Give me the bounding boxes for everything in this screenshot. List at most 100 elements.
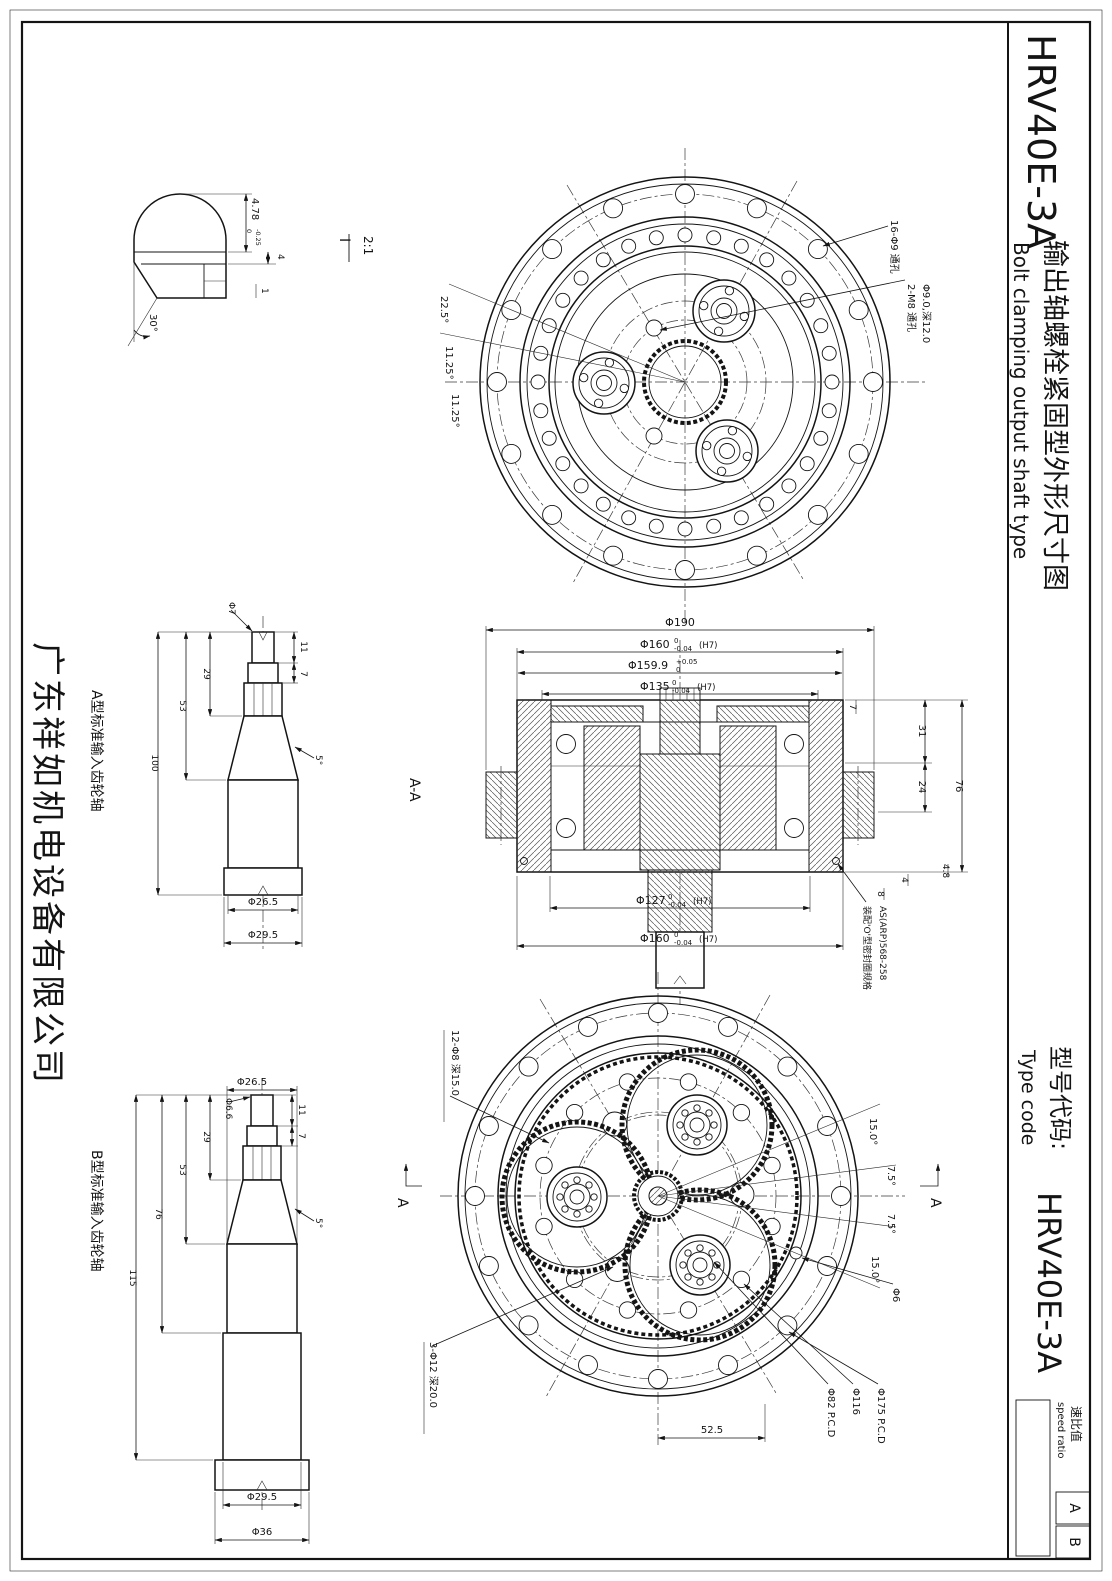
shaft-b-d265: Φ26.5 <box>237 1077 267 1088</box>
gear-d6-leader <box>801 1257 894 1285</box>
shaft-b-dim-76: 76 <box>153 1208 163 1220</box>
front-flange-od <box>479 176 891 588</box>
company-name: 广东祥如机电设备有限公司 <box>27 642 67 1086</box>
shaft-b-body <box>226 1243 298 1334</box>
front-center-spline <box>642 339 728 425</box>
gear-note8-leader <box>449 1095 550 1144</box>
detail-dim-4: 4 <box>275 254 285 260</box>
shaft-b-mid-section <box>222 1332 302 1461</box>
shaft-a-dim-53: 53 <box>177 700 187 711</box>
gear-section-mark-left: A <box>394 1198 410 1208</box>
type-code-value: HRV40E-3A <box>1030 1192 1068 1373</box>
option-b-box <box>1055 1525 1091 1559</box>
gear-planet-1 <box>619 1047 775 1203</box>
gear-note-holes-8: 12-Φ8 深15.0 <box>449 1030 461 1096</box>
shaft-b-dim-115: 115 <box>127 1269 137 1286</box>
speed-ratio-value-box <box>1015 1399 1051 1557</box>
shaft-b-flange <box>214 1459 310 1491</box>
gear-planet-2 <box>499 1119 655 1275</box>
section-label: A-A <box>406 778 422 802</box>
front-tap-note-2: Φ9.0,深12.0 <box>920 284 932 343</box>
front-planet-boss-1 <box>692 279 756 343</box>
front-bolt-note: 16-Φ9 通孔 <box>888 220 900 274</box>
gear-view: 15.0° 7.5° 7.5° 15.0° Φ6 12-Φ8 深15.0 3-Φ… <box>394 972 943 1445</box>
option-a-box <box>1055 1491 1091 1525</box>
shaft-b-dim-29: 29 <box>201 1131 211 1143</box>
company-name-text: 广东祥如机电设备有限公司 <box>27 642 67 1086</box>
detail-depth-tol-up: 0 <box>245 229 253 233</box>
drawing-title-en: Bolt clamping output shaft type <box>1009 242 1033 559</box>
shaft-a-flange <box>223 867 303 896</box>
gear-angle-75-a: 7.5° <box>885 1166 896 1186</box>
gear-angle-75-b: 7.5° <box>885 1214 896 1234</box>
shaft-a-angle-5: 5° <box>313 755 323 765</box>
shaft-b-label: B型标准输入齿轮轴 <box>88 1150 104 1272</box>
gear-d6-label: Φ6 <box>890 1288 901 1302</box>
front-bolt-note-leader <box>822 225 889 247</box>
front-tap-hole-1 <box>645 319 663 337</box>
front-planet-boss-3 <box>695 419 759 483</box>
detail-profile <box>133 193 227 299</box>
frame-outer <box>9 9 1103 1572</box>
section-dim-4: 4 <box>899 877 909 883</box>
front-view: 22.5° 11.25° 11.25° 16-Φ9 通孔 2-M8 通孔 Φ9.… <box>438 148 932 622</box>
type-code-label-cn: 型号代码: <box>1046 1046 1074 1150</box>
section-oring-note-2: AS(ARP)568-258 <box>877 906 887 981</box>
shaft-b-angle-5: 5° <box>313 1218 323 1228</box>
shaft-b-d66: Φ6.6 <box>223 1098 233 1120</box>
detail-view: 30° 4.78 0 -0.25 4 1 I 2:1 <box>127 193 375 347</box>
detail-depth-dim: 4.78 <box>249 198 260 220</box>
section-output-shaft-upper <box>647 869 713 933</box>
front-ball-ring <box>530 227 840 537</box>
shaft-a-view: 11 7 29 53 100 Φ26.5 Φ29.5 Φ7 5° A型标准输入齿… <box>88 602 323 952</box>
gear-section-arrow-right <box>920 1163 941 1187</box>
gear-angle-15-a: 15.0° <box>867 1118 878 1145</box>
section-dim-48: 4.8 <box>940 864 950 879</box>
shaft-a-taper <box>227 715 299 781</box>
front-tap-hole-2 <box>645 427 663 445</box>
section-dim-24: 24 <box>916 781 927 794</box>
shaft-a-label: A型标准输入齿轮轴 <box>88 690 104 812</box>
shaft-b-dim-7: 7 <box>296 1133 306 1139</box>
detail-depth-tol-dn: -0.25 <box>254 229 262 246</box>
section-oring-right <box>832 857 840 865</box>
section-dim-7: 7 <box>847 704 857 710</box>
section-oring-left <box>520 857 528 865</box>
gear-planet-3 <box>622 1187 778 1343</box>
speed-ratio-label-en: speed ratio <box>1055 1402 1066 1458</box>
detail-angle-dim: 30° <box>147 314 158 332</box>
section-carrier-left <box>583 725 641 851</box>
gear-ring-gear <box>514 1052 802 1340</box>
gear-hole-ring-8 <box>535 1073 781 1319</box>
front-angle-1125-a: 11.25° <box>443 346 454 380</box>
shaft-b-d295: Φ29.5 <box>247 1492 277 1503</box>
section-dim-76: 76 <box>953 780 964 793</box>
gear-d116: Φ116 <box>850 1388 861 1415</box>
section-oring-leader <box>837 863 867 903</box>
shaft-b-taper <box>226 1179 298 1245</box>
gear-section-arrow-left <box>403 1163 422 1187</box>
shaft-a-dim-11: 11 <box>298 641 308 652</box>
drawing-model: HRV40E-3A <box>1019 34 1063 249</box>
detail-marker-label: I <box>336 238 352 242</box>
gear-pcd-82: Φ82 P.C.D <box>825 1388 836 1438</box>
front-bolt-holes <box>487 184 883 580</box>
option-b-label: B <box>1066 1537 1082 1547</box>
type-code-label-en: Type code <box>1017 1049 1039 1146</box>
speed-ratio-label-cn: 速比值 <box>1069 1406 1084 1442</box>
section-flange-ear-left <box>485 771 518 839</box>
detail-scale-label: 2:1 <box>361 236 375 255</box>
section-output-shaft-lower <box>655 931 705 989</box>
drawing-title-cn: 输出轴螺栓紧固型外形尺寸图 <box>1039 240 1070 591</box>
option-a-label: A <box>1066 1503 1082 1513</box>
front-planet-boss-2 <box>572 351 636 415</box>
gear-note12-leader <box>431 1266 614 1347</box>
gear-note-holes-12: 3-Φ12 深20.0 <box>427 1342 439 1408</box>
shaft-b-dim-11: 11 <box>296 1104 306 1115</box>
